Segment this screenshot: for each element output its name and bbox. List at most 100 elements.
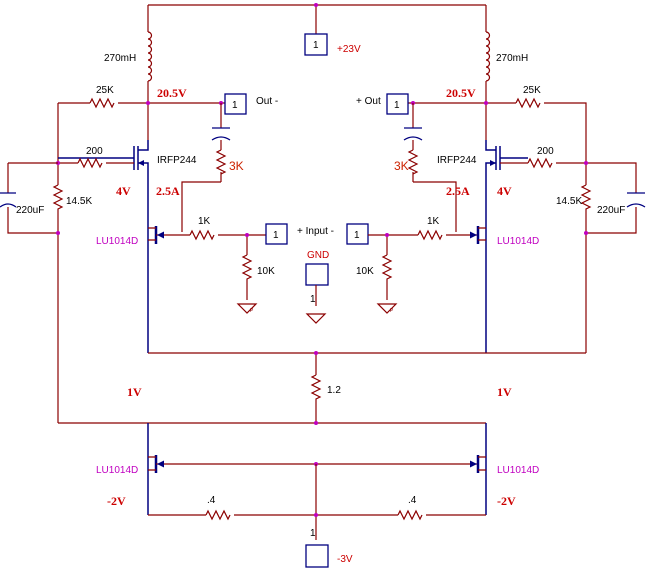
node-dot: [314, 421, 318, 425]
resistor-14k5-left-label: 14.5K: [66, 196, 92, 207]
mosfet-right: [485, 140, 528, 225]
current-2a5-right: 2.5A: [446, 184, 470, 198]
left-bias-wire: [7, 162, 59, 423]
ground-left-mark: P: [250, 308, 254, 314]
capacitor-220uf-left: [0, 192, 17, 208]
supply-pos-label: +23V: [337, 44, 361, 55]
resistor-25k-right: [515, 97, 541, 109]
jfet-upper-right-arrow: [470, 231, 477, 239]
jfet-lower-right-arrow: [470, 460, 477, 468]
resistor-25k-right-label: 25K: [523, 85, 541, 96]
resistor-10k-right-label: 10K: [356, 266, 374, 277]
mosfet-right-label: IRFP244: [437, 155, 477, 166]
input-label: + Input -: [297, 226, 334, 237]
middle-bus-wire: [58, 352, 586, 424]
capacitor-left-coupling: [211, 127, 231, 141]
voltage-4v-left: 4V: [116, 184, 131, 198]
supply-neg-label: -3V: [337, 554, 353, 565]
resistor-200-right-label: 200: [537, 146, 554, 157]
mosfet-left: [58, 140, 149, 225]
inductor-left-label: 270mH: [104, 53, 136, 64]
top-rail-wire: [147, 4, 487, 34]
voltage-4v-right: 4V: [497, 184, 512, 198]
right-drain-wire: [408, 81, 587, 185]
voltage-1v-left: 1V: [127, 385, 142, 399]
supply-neg-pin-box[interactable]: [305, 544, 329, 568]
resistor-25k-left-label: 25K: [96, 85, 114, 96]
jfet-lower-left-wire: [148, 456, 478, 471]
resistor-3k-left: [215, 149, 227, 175]
left-input-wire: [218, 234, 266, 300]
jfet-lower-right-wire: [478, 456, 486, 471]
voltage-1v-right: 1V: [497, 385, 512, 399]
output-right-pin: 1: [394, 100, 400, 111]
mosfet-right-gate-wire: [500, 162, 637, 234]
resistor-14k5-right-label: 14.5K: [556, 196, 582, 207]
mosfet-right-arrow: [490, 160, 496, 166]
resistor-0r4-left-label: .4: [207, 495, 216, 506]
mosfet-left-arrow: [138, 160, 144, 166]
output-right-label: + Out: [356, 96, 381, 107]
gnd-label: GND: [307, 250, 329, 261]
resistor-10k-right: [381, 254, 393, 283]
capacitor-right-coupling: [403, 127, 423, 141]
current-2a5-left: 2.5A: [156, 184, 180, 198]
resistor-1k-right-label: 1K: [427, 216, 440, 227]
voltage-20v-right: 20.5V: [446, 86, 476, 100]
capacitor-220uf-left-label: 220uF: [16, 205, 44, 216]
jfet-upper-left-label: LU1014D: [96, 236, 138, 247]
input-left-pin-box[interactable]: [265, 223, 288, 245]
resistor-1r2: [310, 374, 322, 403]
node-dot: [584, 231, 588, 235]
resistor-14k5-right: [580, 184, 592, 353]
resistor-0r4-left: [205, 509, 231, 521]
input-right-pin: 1: [354, 230, 360, 241]
resistor-1k-left: [189, 229, 215, 241]
jfet-lower-right-label: LU1014D: [497, 465, 539, 476]
gnd-pin-box[interactable]: [305, 263, 329, 286]
resistor-3k-left-label: 3K: [229, 159, 244, 173]
resistor-14k5-left: [52, 184, 64, 215]
resistor-25k-left: [89, 97, 115, 109]
node-dot: [146, 101, 150, 105]
resistor-200-left-label: 200: [86, 146, 103, 157]
jfet-upper-right-wire: [478, 227, 486, 241]
left-cap-wire: [181, 103, 222, 232]
resistor-0r4-right: [397, 509, 423, 521]
jfet-lower-left-arrow: [157, 460, 164, 468]
output-right-pin-box[interactable]: [386, 93, 409, 115]
capacitor-220uf-right-label: 220uF: [597, 205, 625, 216]
node-dot: [314, 3, 318, 7]
supply-pos-pin: 1: [313, 40, 319, 51]
resistor-10k-left: [241, 254, 253, 283]
voltage-minus2v-right: -2V: [497, 494, 516, 508]
node-dot: [484, 101, 488, 105]
output-left-pin-box[interactable]: [224, 93, 247, 115]
capacitor-220uf-right: [626, 192, 646, 208]
resistor-1r2-label: 1.2: [327, 385, 341, 396]
inductor-right: [485, 31, 491, 82]
resistor-3k-right-label: 3K: [394, 159, 409, 173]
jfet-upper-left-arrow: [157, 231, 164, 239]
input-left-pin: 1: [273, 230, 279, 241]
gnd-pin: 1: [310, 294, 316, 305]
resistor-0r4-right-label: .4: [408, 495, 417, 506]
resistor-200-right: [527, 157, 553, 169]
node-dot: [245, 233, 249, 237]
node-dot: [385, 233, 389, 237]
inductor-left: [147, 31, 153, 82]
node-dot: [584, 161, 588, 165]
input-right-pin-box[interactable]: [346, 223, 369, 245]
node-dot: [56, 231, 60, 235]
node-dot: [314, 513, 318, 517]
resistor-10k-left-label: 10K: [257, 266, 275, 277]
resistor-3k-right: [407, 149, 419, 175]
supply-pos-pin-box[interactable]: [304, 33, 328, 56]
ground-right: [376, 303, 398, 314]
jfet-upper-left-wire: [148, 227, 190, 241]
resistor-200-left: [77, 157, 103, 169]
ground-right-mark: P: [390, 308, 394, 314]
voltage-minus2v-left: -2V: [107, 494, 126, 508]
left-drain-wire: [57, 81, 225, 185]
